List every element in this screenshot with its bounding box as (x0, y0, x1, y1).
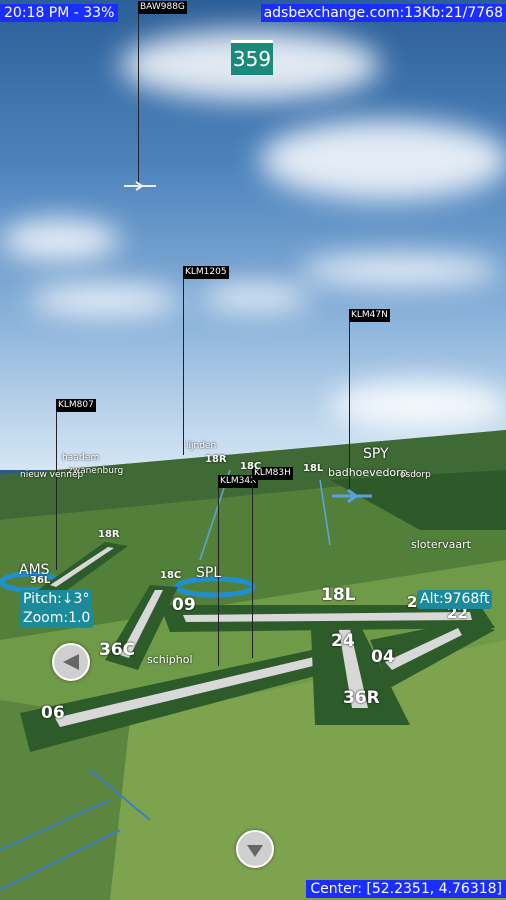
place-lijnden: lijnden (186, 441, 217, 451)
ground-field (330, 470, 506, 530)
cloud (330, 380, 506, 430)
cloud (300, 255, 500, 285)
runway-18r-far-label: 18R (205, 454, 227, 465)
time-battery-status: 20:18 PM - 33% (0, 4, 119, 22)
runway-24-label: 24 (331, 631, 355, 651)
place-zwanenburg: zwanenburg (68, 466, 124, 476)
canal (89, 769, 151, 821)
runway-18c-label: 18C (160, 570, 182, 581)
place-spy: SPY (363, 446, 389, 462)
place-schiphol: schiphol (147, 653, 193, 666)
place-nieuw-vennep: nieuw vennep (20, 470, 84, 480)
runway-09-label: 09 (172, 595, 196, 615)
runway-09-27 (183, 612, 472, 622)
altitude-readout: Alt:9768ft (417, 590, 493, 609)
ground-field (110, 640, 506, 900)
place-ams: AMS (19, 562, 50, 578)
aircraft-icon[interactable] (122, 180, 158, 192)
zoom-readout: Zoom:1.0 (20, 609, 94, 628)
rotate-icon (63, 654, 79, 670)
aircraft-stem (218, 486, 219, 666)
chevron-down-icon (247, 845, 263, 857)
runway-18l-label: 18L (321, 585, 356, 605)
cloud (260, 120, 506, 200)
runway-04-22-apron (370, 620, 495, 688)
runway-18l-36r-apron (310, 605, 410, 725)
runway-18l-36r (335, 607, 368, 708)
runway-36c-label: 36C (99, 640, 136, 660)
cloud (200, 285, 310, 310)
aircraft-stem (252, 478, 253, 658)
aircraft-stem (138, 12, 139, 187)
place-haarlem: haarlem (62, 453, 100, 463)
aircraft-label[interactable]: KLM34X (218, 475, 259, 488)
runway-18r-label: 18R (98, 529, 120, 540)
heading-indicator: 359 (231, 40, 273, 75)
runway-06-24 (55, 652, 338, 727)
runway-36r-label: 36R (343, 688, 380, 708)
place-osdorp: osdorp (400, 470, 431, 480)
aircraft-stem (183, 277, 184, 455)
canal (0, 799, 111, 851)
runway-04-label: 04 (371, 647, 395, 667)
center-coordinates: Center: [52.2351, 4.76318] (306, 880, 506, 898)
runway-18c-far-label: 18C (240, 461, 262, 472)
place-badhoevedorp: badhoevedorp (328, 466, 408, 479)
aircraft-label[interactable]: KLM807 (56, 399, 96, 412)
aircraft-label[interactable]: KLM47N (349, 309, 390, 322)
runway-36c (120, 590, 163, 658)
aircraft-label[interactable]: KLM1205 (183, 266, 229, 279)
runway-04-22 (385, 628, 462, 670)
rotate-button[interactable] (52, 643, 90, 681)
runway-36l (50, 547, 114, 587)
pitch-readout: Pitch:↓3° (20, 590, 93, 609)
aircraft-label[interactable]: KLM83H (252, 467, 293, 480)
data-source-status[interactable]: adsbexchange.com:13Kb:21/7768 (260, 4, 506, 22)
cloud (0, 220, 120, 260)
runway-36l-label: 36L (30, 575, 51, 586)
aircraft-icon[interactable] (330, 488, 374, 504)
ground-field (0, 470, 506, 640)
place-slotervaart: slotervaart (411, 538, 471, 551)
recenter-button[interactable] (236, 830, 274, 868)
aircraft-label[interactable]: BAW988G (138, 1, 187, 14)
runway-06-label: 06 (41, 703, 65, 723)
canal (319, 479, 331, 546)
runway-18l-far-label: 18L (303, 463, 324, 474)
aircraft-stem (56, 410, 57, 570)
canal (0, 829, 121, 891)
aircraft-stem (349, 320, 350, 492)
cloud (30, 285, 180, 315)
place-spl: SPL (196, 565, 222, 581)
